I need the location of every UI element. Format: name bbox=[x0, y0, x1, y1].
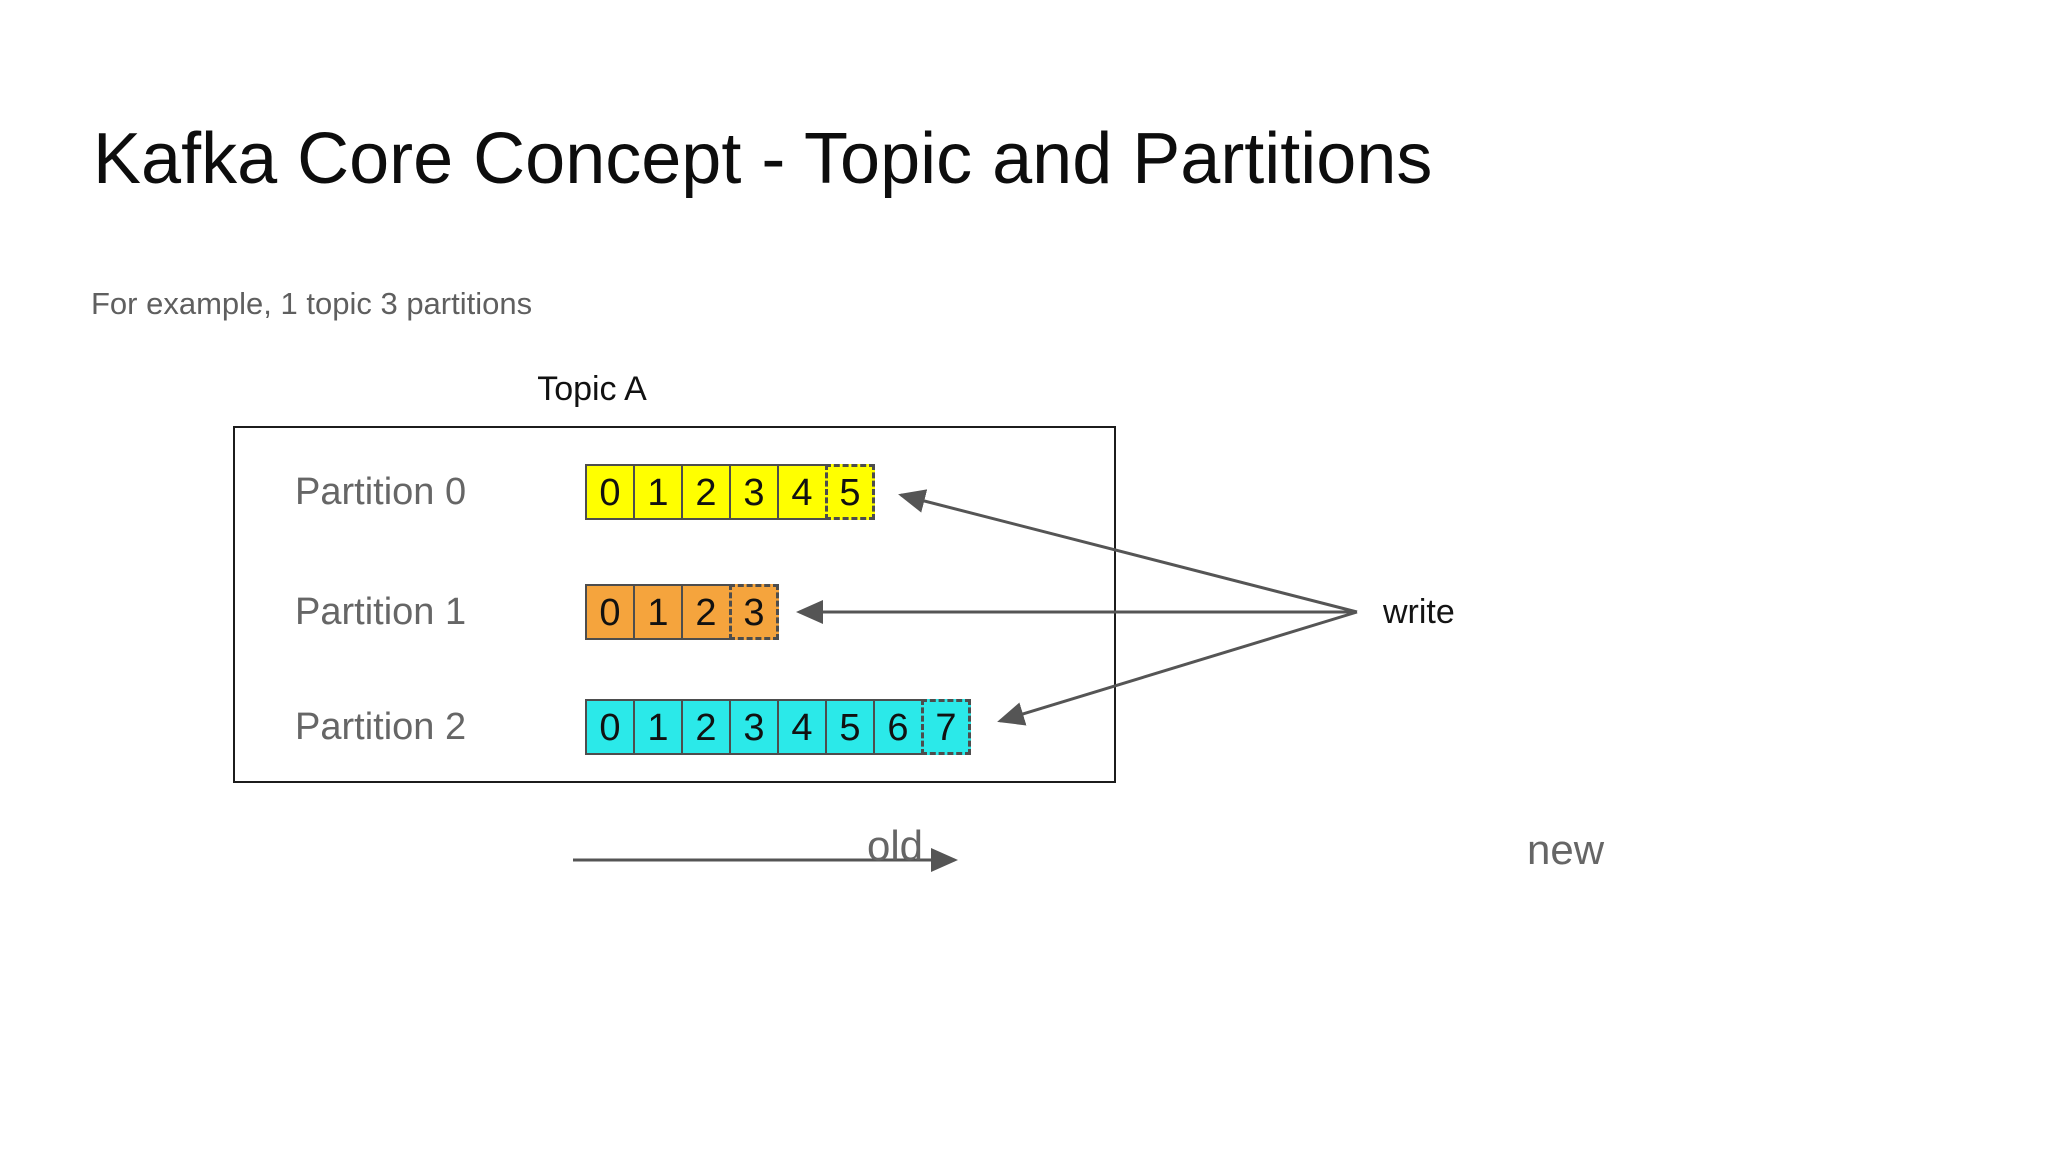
message-cell: 6 bbox=[873, 699, 923, 755]
next-offset-cell: 3 bbox=[729, 584, 779, 640]
message-cell: 4 bbox=[777, 699, 827, 755]
message-cell: 5 bbox=[825, 699, 875, 755]
slide-title: Kafka Core Concept - Topic and Partition… bbox=[93, 119, 1433, 199]
partition-label: Partition 2 bbox=[295, 706, 467, 748]
message-cell: 0 bbox=[585, 584, 635, 640]
partition-label: Partition 1 bbox=[295, 591, 467, 633]
topic-label: Topic A bbox=[537, 370, 647, 408]
message-cell: 0 bbox=[585, 699, 635, 755]
new-label: new bbox=[1527, 826, 1605, 873]
message-cell: 1 bbox=[633, 699, 683, 755]
message-cell: 3 bbox=[729, 464, 779, 520]
next-offset-cell: 7 bbox=[921, 699, 971, 755]
message-cell: 2 bbox=[681, 584, 731, 640]
partition-label: Partition 0 bbox=[295, 471, 467, 513]
write-label: write bbox=[1383, 593, 1455, 631]
message-cell: 1 bbox=[633, 464, 683, 520]
message-cell: 2 bbox=[681, 464, 731, 520]
message-cell: 4 bbox=[777, 464, 827, 520]
message-cell: 2 bbox=[681, 699, 731, 755]
slide-subtitle: For example, 1 topic 3 partitions bbox=[91, 286, 533, 321]
next-offset-cell: 5 bbox=[825, 464, 875, 520]
message-cell: 0 bbox=[585, 464, 635, 520]
message-cell: 3 bbox=[729, 699, 779, 755]
message-cell: 1 bbox=[633, 584, 683, 640]
old-label: old bbox=[866, 822, 924, 869]
